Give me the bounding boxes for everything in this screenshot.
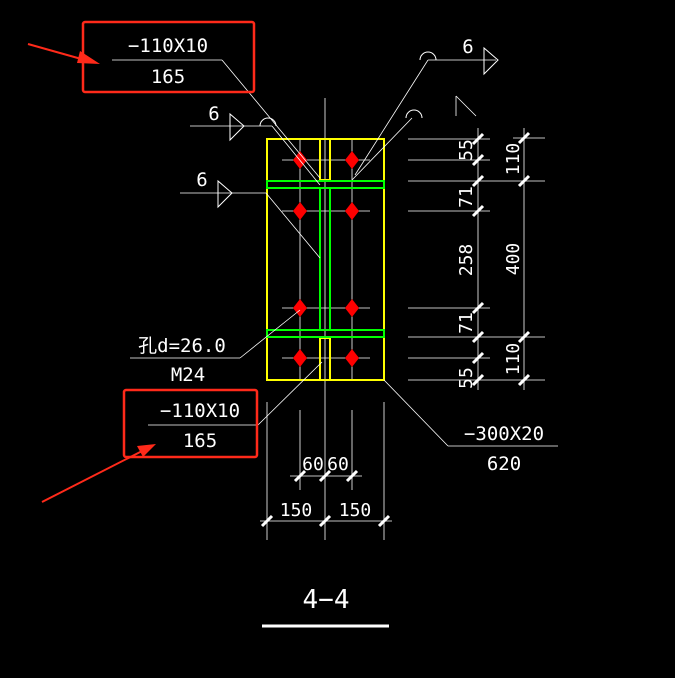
weld-symbols: [217, 46, 499, 209]
dim-110-top: 110: [503, 143, 524, 176]
end-plate-label: −300X20: [464, 423, 544, 445]
weld-circle-left: [259, 117, 277, 127]
hole-label: 孔d=26.0: [138, 335, 226, 357]
bolt-6: [345, 299, 359, 317]
bolts: [293, 151, 359, 367]
section-title: 4−4: [303, 585, 350, 615]
plate-bottom-length: 165: [183, 430, 217, 452]
weld-symbol-top-right: [483, 46, 499, 76]
bolt-8: [345, 349, 359, 367]
labels: −110X10 165 −110X10 165 −300X20 620 孔d=2…: [128, 35, 544, 475]
end-plate: [266, 138, 385, 381]
dim-55-top: 55: [456, 139, 477, 161]
weld-size-left-middle: 6: [196, 169, 207, 191]
callout-box-bottom: [122, 388, 259, 459]
dim-60-right: 60: [327, 454, 349, 475]
callout-arrow-bottom-shaft: [41, 447, 149, 503]
dim-400: 400: [503, 243, 524, 276]
weld-size-left: 6: [208, 103, 219, 125]
callout-arrowhead-bottom: [137, 444, 156, 457]
dim-60-left: 60: [302, 454, 324, 475]
bottom-dim-text: 60 60 150 150: [280, 454, 372, 521]
dim-150-left: 150: [280, 500, 313, 521]
dim-150-right: 150: [339, 500, 372, 521]
bolt-4: [345, 202, 359, 220]
bolt-7: [293, 349, 307, 367]
dim-258: 258: [456, 244, 477, 277]
plate-top-label: −110X10: [128, 35, 208, 57]
dim-110-bottom: 110: [503, 343, 524, 376]
weld-symbol-left-middle: [217, 179, 233, 209]
right-dim-ticks: [471, 131, 531, 387]
bottom-dim-ticks: [260, 469, 391, 528]
dim-71-bottom: 71: [456, 312, 477, 334]
leader-lines: [112, 59, 558, 447]
plate-top-length: 165: [151, 66, 185, 88]
callout-arrowheads: [77, 51, 156, 457]
weld-symbol-left: [229, 112, 245, 142]
callout-annotations: [27, 20, 259, 503]
bolt-3: [293, 202, 307, 220]
end-plate-length: 620: [487, 453, 521, 475]
bolt-2: [345, 151, 359, 169]
plate-bottom-label: −110X10: [160, 400, 240, 422]
callout-arrowhead-top: [77, 51, 100, 64]
dim-55-bottom: 55: [456, 367, 477, 389]
weld-circle-right: [405, 109, 423, 119]
stiffeners: [266, 180, 385, 338]
right-dim-text: 55 71 258 71 55 110 400 110: [456, 139, 524, 389]
weld-size-top-right: 6: [462, 36, 473, 58]
dim-71-top: 71: [456, 186, 477, 208]
bolt-label: M24: [171, 364, 205, 386]
weld-circle-top-right: [419, 51, 437, 61]
